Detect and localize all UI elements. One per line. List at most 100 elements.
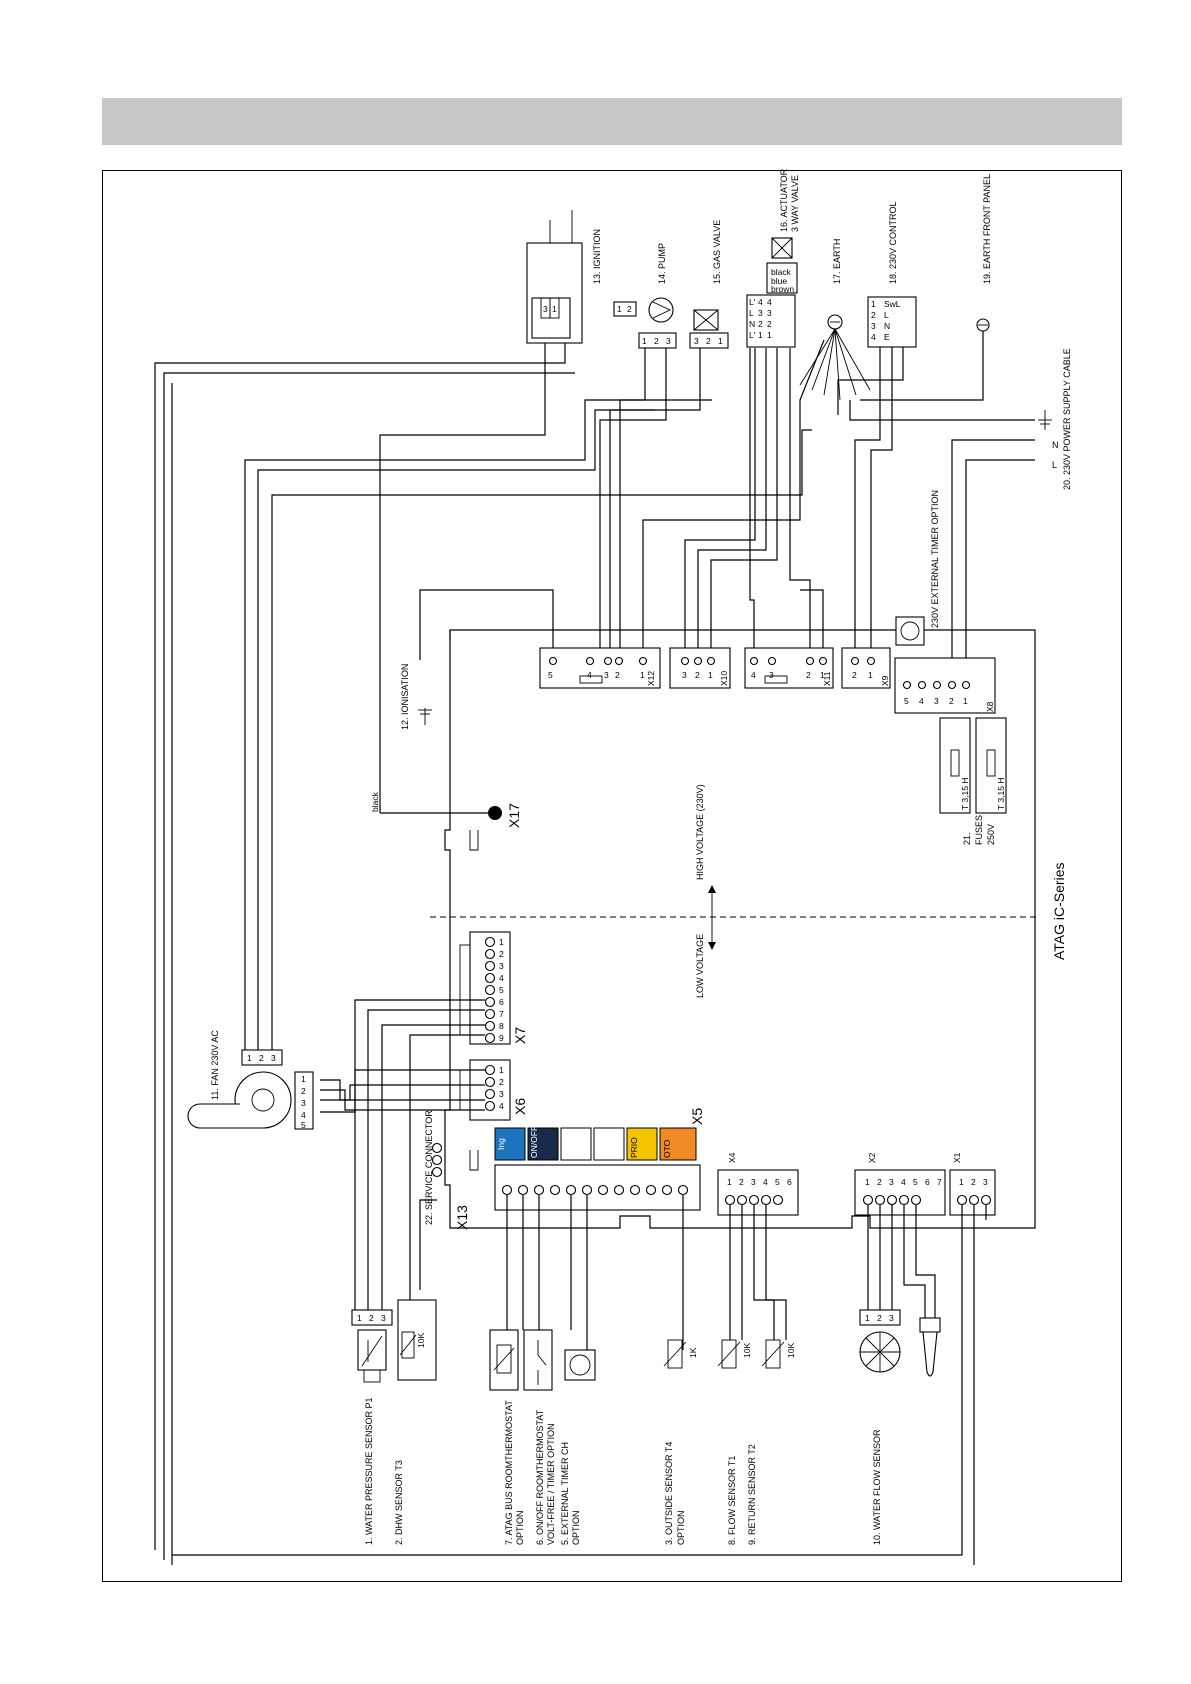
svg-text:1: 1: [642, 336, 647, 346]
svg-text:2: 2: [767, 319, 772, 329]
svg-text:5: 5: [548, 670, 553, 680]
component-pump: 1 2 1 2 3 14. PUMP: [613, 243, 677, 349]
svg-text:2: 2: [627, 304, 632, 314]
svg-text:2: 2: [369, 1313, 374, 1323]
svg-text:12. IONISATION: 12. IONISATION: [400, 664, 410, 730]
svg-text:L: L: [749, 308, 754, 318]
svg-text:blue: blue: [771, 276, 787, 286]
svg-text:L: L: [884, 310, 889, 320]
connector-x4: 1 2 3 4 5 6 X4: [717, 1152, 799, 1216]
svg-text:10K: 10K: [416, 1333, 426, 1348]
svg-text:4: 4: [587, 670, 592, 680]
label-low-voltage: LOW VOLTAGE: [695, 934, 705, 998]
pcb-outline: [444, 629, 1036, 1229]
svg-text:3: 3: [499, 1089, 504, 1099]
svg-text:1: 1: [959, 1177, 964, 1187]
svg-text:1: 1: [708, 670, 713, 680]
svg-text:2: 2: [758, 319, 763, 329]
svg-text:250V: 250V: [986, 824, 996, 845]
svg-text:2: 2: [301, 1086, 306, 1096]
svg-text:X12: X12: [646, 671, 656, 686]
sensor-bus-roomthermostat: 7. ATAG BUS ROOMTHERMOSTAT OPTION: [489, 1329, 525, 1545]
svg-text:1K: 1K: [688, 1347, 698, 1358]
header-band: [102, 98, 1122, 145]
svg-text:2: 2: [871, 310, 876, 320]
svg-text:1: 1: [820, 670, 825, 680]
svg-text:18. 230V CONTROL: 18. 230V CONTROL: [888, 201, 898, 284]
svg-text:3: 3: [871, 321, 876, 331]
svg-text:6: 6: [925, 1177, 930, 1187]
svg-text:1: 1: [868, 670, 873, 680]
svg-text:brown: brown: [771, 284, 794, 294]
svg-text:1: 1: [718, 336, 723, 346]
model-title: ATAG iC-Series: [1051, 863, 1067, 961]
svg-text:6: 6: [787, 1177, 792, 1187]
svg-text:3: 3: [604, 670, 609, 680]
sensor-flow: 10K 8. FLOW SENSOR T1: [717, 1339, 752, 1545]
svg-text:1: 1: [499, 1065, 504, 1075]
svg-text:X5: X5: [689, 1108, 705, 1125]
power-supply: N L 20. 230V POWER SUPPLY CABLE: [1038, 348, 1072, 490]
svg-text:X11: X11: [822, 671, 832, 686]
svg-text:3: 3: [769, 670, 774, 680]
svg-text:2: 2: [499, 949, 504, 959]
svg-text:4: 4: [871, 332, 876, 342]
svg-text:1: 1: [357, 1313, 362, 1323]
svg-text:10. WATER FLOW SENSOR: 10. WATER FLOW SENSOR: [872, 1429, 882, 1545]
svg-text:1: 1: [727, 1177, 732, 1187]
svg-text:3: 3: [889, 1177, 894, 1187]
high-voltage-wires: [154, 328, 1035, 1565]
connector-x5: Ing ON/OFF PRIO OTO X5: [494, 1108, 705, 1211]
svg-text:X7: X7: [512, 1027, 528, 1044]
svg-text:FUSES: FUSES: [974, 815, 984, 845]
svg-text:5. EXTERNAL TIMER CH: 5. EXTERNAL TIMER CH: [560, 1442, 570, 1545]
svg-text:2: 2: [706, 336, 711, 346]
svg-text:1: 1: [247, 1053, 252, 1063]
component-earth: 17. EARTH: [827, 239, 843, 330]
svg-text:1: 1: [301, 1074, 306, 1084]
svg-text:3: 3: [889, 1313, 894, 1323]
component-actuator: L' L N L' 4 3 2 1 4 3 2 1 black blue bro…: [746, 168, 800, 348]
sensor-water-flow: 1 2 3 10. WATER FLOW SENSOR: [859, 1309, 941, 1545]
svg-text:3: 3: [983, 1177, 988, 1187]
svg-text:4: 4: [758, 297, 763, 307]
svg-text:X10: X10: [719, 671, 729, 686]
low-voltage-wires: [172, 999, 987, 1565]
svg-text:10K: 10K: [742, 1343, 752, 1358]
svg-text:15. GAS VALVE: 15. GAS VALVE: [712, 220, 722, 284]
connector-x13: 22. SERVICE CONNECTOR X13: [424, 1110, 470, 1230]
svg-text:OPTION: OPTION: [515, 1510, 525, 1545]
svg-text:14. PUMP: 14. PUMP: [657, 243, 667, 284]
connector-x2: 1 2 3 4 5 6 7 X2: [854, 1152, 946, 1216]
svg-text:3: 3: [301, 1098, 306, 1108]
svg-text:3: 3: [751, 1177, 756, 1187]
svg-text:7. ATAG BUS ROOMTHERMOSTAT: 7. ATAG BUS ROOMTHERMOSTAT: [504, 1400, 514, 1545]
svg-text:X1: X1: [952, 1152, 962, 1163]
component-230v-control: 1 2 3 4 SwL L N E 18. 230V CONTROL: [867, 201, 917, 348]
svg-text:19. EARTH FRONT PANEL: 19. EARTH FRONT PANEL: [982, 174, 992, 284]
svg-text:1: 1: [767, 330, 772, 340]
svg-text:8. FLOW SENSOR T1: 8. FLOW SENSOR T1: [727, 1456, 737, 1545]
svg-text:1: 1: [963, 696, 968, 706]
component-earth-front-panel: 19. EARTH FRONT PANEL: [976, 174, 992, 332]
connector-x8: 5 4 3 2 1 X8: [894, 657, 996, 714]
sensor-external-timer-ch: 5. EXTERNAL TIMER CH OPTION: [560, 1349, 596, 1545]
svg-text:3: 3: [499, 961, 504, 971]
svg-text:T 3,15 H: T 3,15 H: [960, 778, 970, 810]
sensor-onoff-roomthermostat: 6. ON/OFF ROOMTHERMOSTAT VOLT-FREE / TIM…: [523, 1329, 556, 1545]
svg-text:9: 9: [499, 1033, 504, 1043]
svg-text:5: 5: [913, 1177, 918, 1187]
svg-text:2. DHW SENSOR T3: 2. DHW SENSOR T3: [394, 1460, 404, 1545]
svg-text:3: 3: [694, 336, 699, 346]
svg-text:L: L: [1052, 460, 1057, 470]
component-gas-valve: 3 2 1 15. GAS VALVE: [689, 220, 729, 349]
svg-text:1: 1: [640, 670, 645, 680]
connector-x7: 1 2 3 4 5 6 7 8 9 X7: [459, 931, 528, 1045]
svg-text:T 3,15 H: T 3,15 H: [996, 778, 1006, 810]
svg-text:ON/OFF: ON/OFF: [529, 1126, 539, 1158]
svg-text:3: 3: [758, 308, 763, 318]
svg-text:X8: X8: [985, 701, 995, 712]
svg-text:6: 6: [499, 997, 504, 1007]
svg-text:2: 2: [971, 1177, 976, 1187]
svg-text:OTO: OTO: [662, 1139, 672, 1158]
